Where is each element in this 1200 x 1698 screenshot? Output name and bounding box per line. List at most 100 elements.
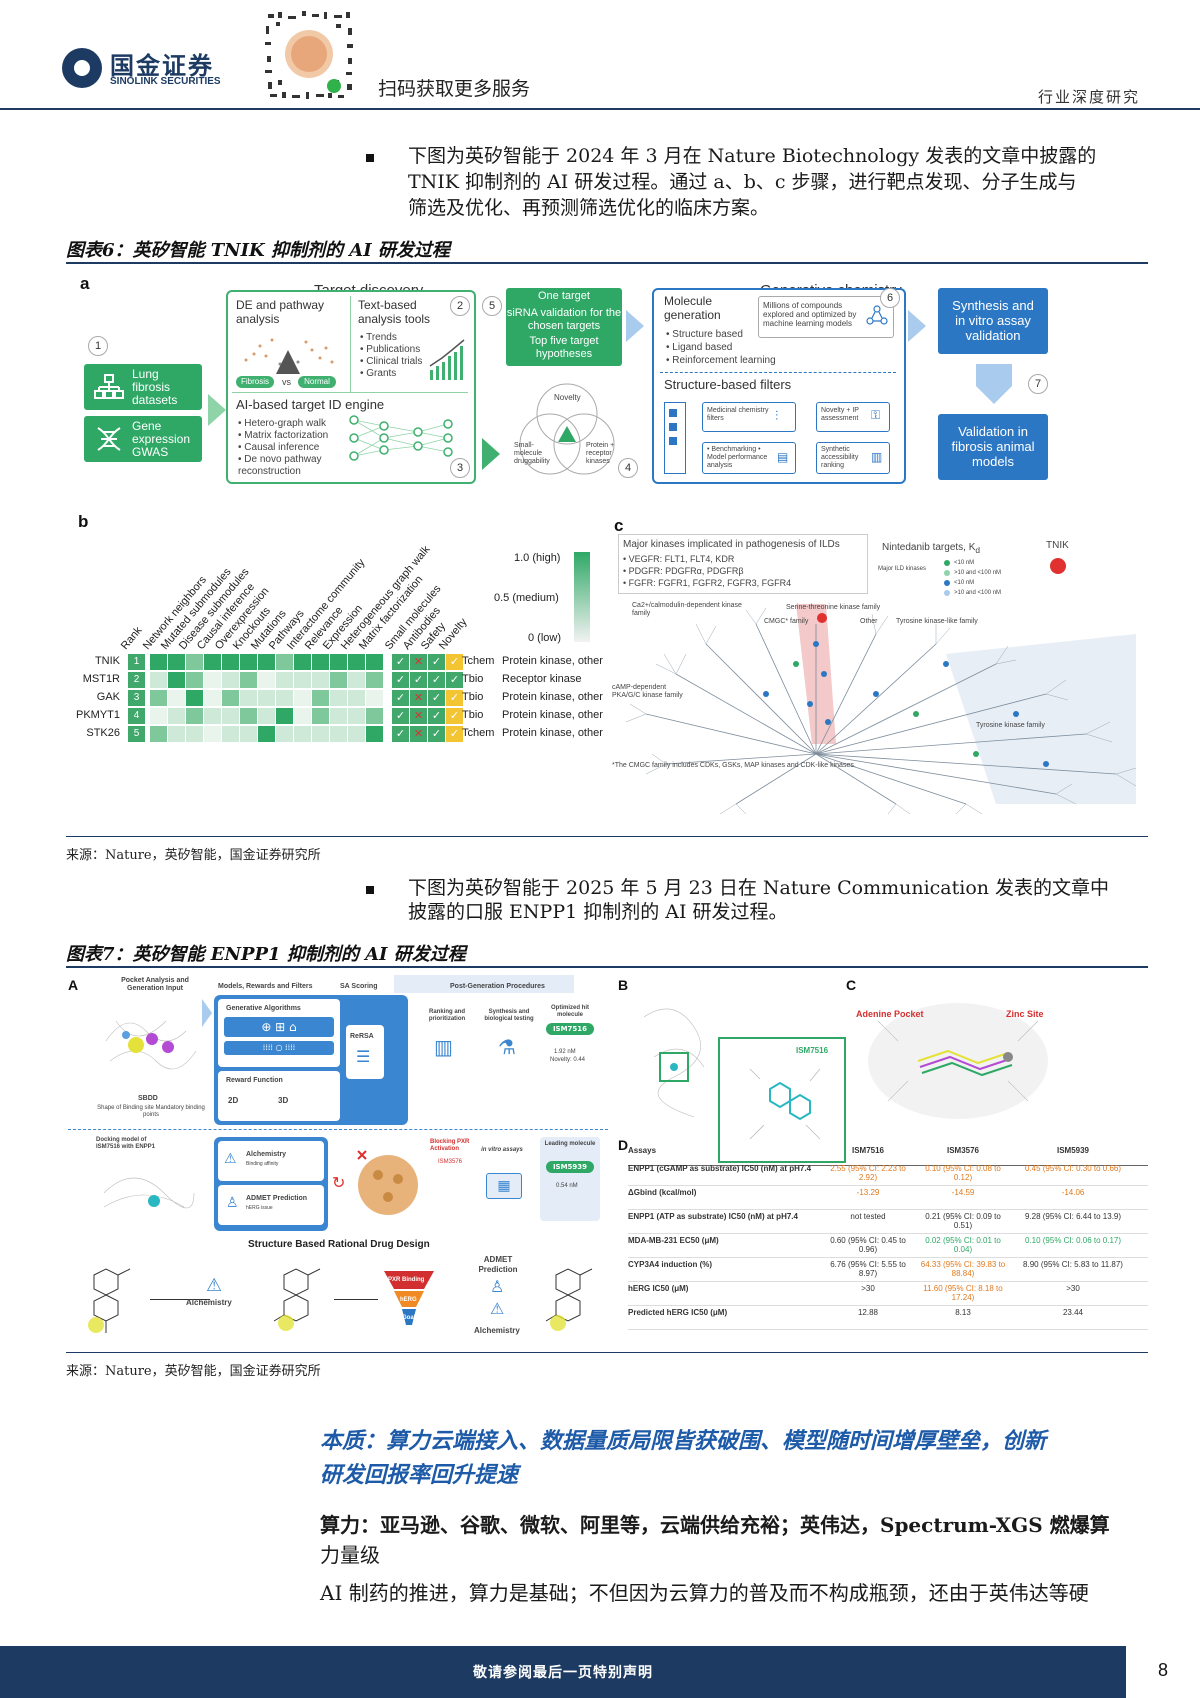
table-cell: hERG IC50 (μM) [628, 1284, 689, 1293]
table-cell: 0.10 (95% CI: 0.08 to 0.12) [925, 1164, 1001, 1182]
logo-mark-icon [62, 48, 102, 88]
reward-label: Reward Function [226, 1077, 283, 1084]
logo-cn: 国金证券 [110, 52, 214, 80]
ranking-step: Ranking and prioritization ▥ [418, 1009, 476, 1075]
heatmap-family: Protein kinase, other [502, 727, 603, 739]
dna-icon [97, 427, 121, 451]
optimized-hit-step: Optimized hit molecule ISM7516 1.92 nM N… [540, 1005, 600, 1079]
step-num-3: 3 [450, 458, 470, 478]
heatmap-cell [366, 672, 383, 688]
heatmap-cell [294, 690, 311, 706]
table-cell: ΔGbind (kcal/mol) [628, 1188, 697, 1197]
gen-alg-bar: ⁞⁞⁞⁞ ○ ⁞⁞⁞⁞ [224, 1041, 334, 1055]
heatmap-cell [330, 726, 347, 742]
check-icon: ✓ [446, 690, 463, 706]
step-num-5: 5 [482, 296, 502, 316]
table-cell: CYP3A4 induction (%) [628, 1260, 713, 1269]
check-icon: ✓ [392, 726, 409, 742]
bullet-icon [366, 154, 374, 162]
legend-dot-icon [944, 590, 950, 596]
lock-icon: ⚿ [871, 408, 881, 422]
panel-c-label: c [614, 516, 624, 535]
heatmap-cell [240, 726, 257, 742]
arrow-down-icon [976, 364, 1012, 404]
check-icon: ✓ [446, 708, 463, 724]
protein-pocket-icon [105, 1020, 197, 1070]
ai-item-2: • Matrix factorization [238, 430, 329, 441]
ai-item-4: • De novo pathway [238, 454, 322, 465]
check-icon: ✓ [410, 672, 427, 688]
pocket-overlay-icon [868, 1003, 1048, 1119]
footer-bar [0, 1646, 1126, 1698]
heatmap-rank-cell: 3 [128, 690, 145, 706]
alchemistry-final: Alchemistry [474, 1326, 520, 1335]
legend-1: <10 nM [954, 560, 975, 566]
cross-icon: ✕ [410, 708, 427, 724]
heatmap-cell [186, 672, 203, 688]
blocking-label: Blocking PXR Activation [430, 1139, 470, 1152]
de-pathway-title: DE and pathway analysis [236, 298, 325, 326]
binding-aff-label: Binding affinity [246, 1161, 279, 1167]
check-icon: ✓ [392, 672, 409, 688]
table-cell: 6.76 (95% CI: 5.55 to 8.97) [830, 1260, 906, 1278]
heatmap-cell [240, 654, 257, 670]
qr-code-icon[interactable] [262, 8, 356, 102]
medchem-label: Medicinal chemistry filters [707, 407, 769, 422]
table-cell: MDA-MB-231 EC50 (μM) [628, 1236, 719, 1245]
text-item-2: • Publications [360, 344, 421, 355]
power-line2: 力量级 [320, 1543, 380, 1567]
heatmap-cell [366, 708, 383, 724]
legend-3: <10 nM [954, 580, 975, 586]
millions-label: Millions of compounds explored and optim… [763, 301, 857, 328]
step-num-2: 2 [450, 296, 470, 316]
heatmap-cell [276, 654, 293, 670]
one-target-label: One target [538, 290, 590, 302]
neural-net-icon [349, 415, 453, 461]
reaction-arrow [334, 1299, 378, 1300]
cross-icon: ✕ [410, 726, 427, 742]
panel-b-label: b [78, 512, 89, 531]
heatmap-tdl: Tbio [462, 691, 484, 703]
disclaimer-link[interactable]: 敬请参阅最后一页特别声明 [473, 1665, 653, 1681]
table-cell: 8.90 (95% CI: 5.83 to 11.87) [1023, 1260, 1123, 1269]
table-cell: Predicted hERG IC50 (μM) [628, 1308, 728, 1317]
alchemistry-step: Alchemistry [186, 1298, 232, 1307]
table-cell: 0.45 (95% CI: 0.30 to 0.66) [1024, 1164, 1122, 1173]
lead-potency: 0.54 nM [556, 1183, 578, 1189]
ild-item-2: • PDGFR: PDGFRα, PDGFRβ [623, 566, 744, 576]
synthesis-box: Synthesis and in vitro assay validation [938, 288, 1048, 354]
table-cell: 0.60 (95% CI: 0.45 to 0.96) [830, 1236, 906, 1254]
post-gen-label: Post-Generation Procedures [450, 983, 545, 990]
models-label: Models, Rewards and Filters [218, 983, 313, 990]
ai-item-3: • Causal inference [238, 442, 320, 453]
table-row: CYP3A4 induction (%) 6.76 (95% CI: 5.55 t… [628, 1257, 1148, 1282]
heatmap-cell [168, 672, 185, 688]
heatmap-cell [222, 708, 239, 724]
heatmap-row-gene: PKMYT1 [75, 709, 120, 721]
heatmap-cell [258, 654, 275, 670]
text-item-1: • Trends [360, 332, 397, 343]
medchem-filter-box: Medicinal chemistry filters ⫶ [702, 402, 796, 432]
panel-a-label: a [80, 274, 90, 293]
table-header-cell: Assays [628, 1146, 657, 1155]
table-cell: >30 [1066, 1284, 1080, 1293]
gen-alg-icons: ⊕ ⊞ ⌂ [224, 1017, 334, 1037]
heatmap-cell [348, 690, 365, 706]
sirna-box: One target siRNA validation for the chos… [506, 288, 622, 366]
ild-box-title: Major kinases implicated in pathogenesis… [623, 539, 840, 550]
in-vitro-label: in vitro assays [481, 1147, 523, 1153]
heatmap-row-gene: STK26 [86, 727, 120, 739]
target-discovery-panel: DE and pathway analysis Fibrosis vs Norm… [226, 290, 476, 484]
para2-line2: 披露的口服 ENPP1 抑制剂的 AI 研发过程。 [408, 901, 788, 923]
heatmap-cell [312, 690, 329, 706]
doc-type-label: 行业深度研究 [1037, 88, 1140, 106]
trend-chart-icon [429, 339, 465, 380]
admet-box: ♙ ADMET Prediction hERG issue [218, 1185, 324, 1225]
sa-label: SA Scoring [340, 983, 378, 990]
reaction-arrow [150, 1299, 210, 1300]
adenine-label: Adenine Pocket [856, 1009, 924, 1019]
alchemistry-box: ⚠ Alchemistry Binding affinity [218, 1141, 324, 1181]
fig7-figure: A Pocket Analysis and Generation Input M… [66, 973, 1148, 1353]
